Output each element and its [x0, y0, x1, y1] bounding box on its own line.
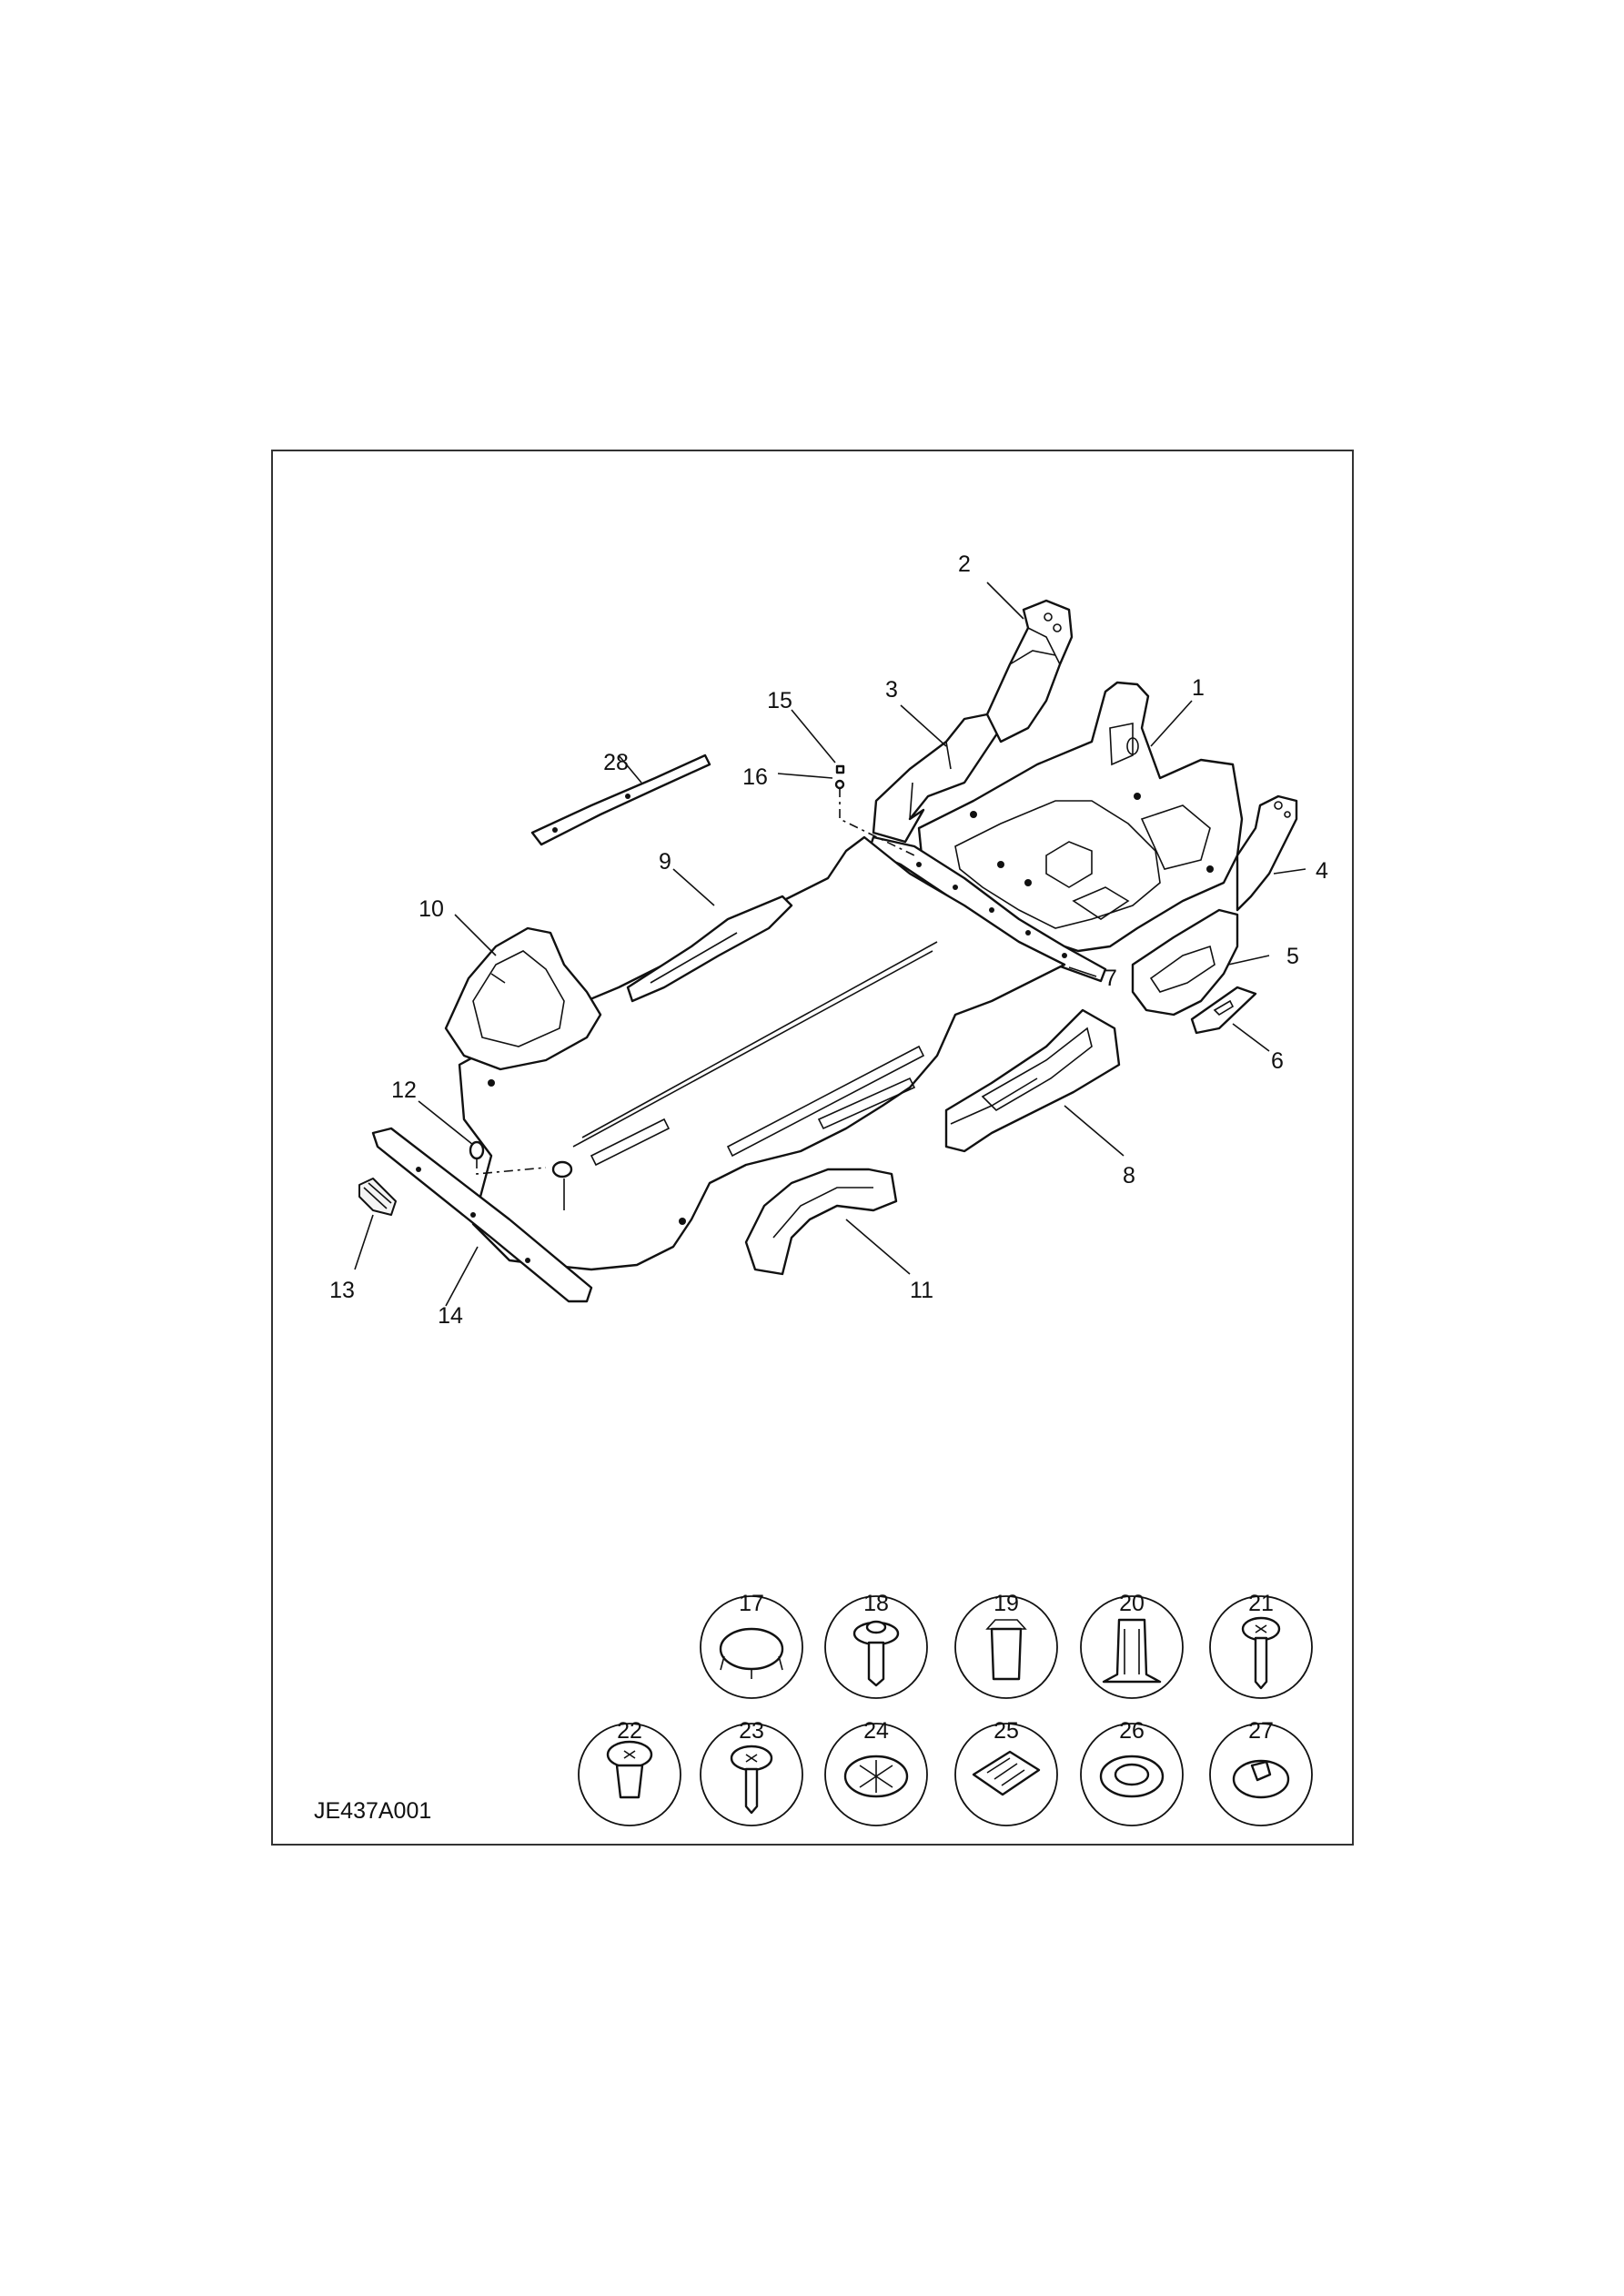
fastener-label-23: 23 — [739, 1718, 764, 1744]
leader-lines — [354, 582, 1306, 1307]
diagram-frame — [271, 450, 1354, 1846]
callout-10: 10 — [419, 896, 444, 922]
part-13-retainer-clip — [358, 1178, 397, 1216]
fastener-label-27: 27 — [1248, 1718, 1274, 1744]
part-14-sill-strip — [371, 1127, 593, 1303]
part-8-side-tray — [944, 1008, 1121, 1153]
part-4-footwell-right — [1236, 794, 1298, 912]
callout-2: 2 — [958, 551, 971, 577]
callout-14: 14 — [438, 1303, 463, 1329]
fastener-18: 18 — [824, 1591, 928, 1699]
fastener-26: 26 — [1080, 1718, 1184, 1826]
part-11-wheel-arch-right — [744, 1168, 898, 1276]
callout-5: 5 — [1286, 944, 1299, 969]
callout-15: 15 — [767, 688, 792, 713]
part-7-cross-strip — [867, 835, 1107, 983]
callout-11: 11 — [910, 1278, 933, 1303]
callout-1: 1 — [1192, 675, 1205, 701]
fastener-label-26: 26 — [1119, 1718, 1145, 1744]
fastener-label-20: 20 — [1119, 1591, 1145, 1616]
callout-3: 3 — [885, 677, 898, 703]
callout-16: 16 — [742, 764, 768, 790]
part-6-heel-pad — [1190, 986, 1257, 1035]
part-28-trim-strip — [530, 754, 711, 846]
fastener-label-17: 17 — [739, 1591, 764, 1616]
fastener-label-22: 22 — [617, 1718, 642, 1744]
part-15-16-fastener — [834, 764, 845, 790]
fastener-label-24: 24 — [863, 1718, 889, 1744]
fastener-21: 21 — [1209, 1591, 1313, 1699]
fastener-24: 24 — [824, 1718, 928, 1826]
callout-4: 4 — [1316, 858, 1328, 884]
callout-8: 8 — [1123, 1163, 1135, 1188]
part-9-side-strip — [626, 895, 793, 1003]
callout-28: 28 — [603, 750, 629, 775]
callout-6: 6 — [1271, 1048, 1284, 1074]
fastener-label-25: 25 — [994, 1718, 1019, 1744]
callout-7: 7 — [1105, 966, 1117, 991]
callout-9: 9 — [659, 849, 671, 875]
fastener-25: 25 — [954, 1718, 1058, 1826]
fastener-27: 27 — [1209, 1718, 1313, 1826]
fastener-label-21: 21 — [1248, 1591, 1274, 1616]
callout-12: 12 — [391, 1077, 417, 1103]
callout-labels: 1 2 3 4 5 6 7 8 9 10 11 12 13 14 15 16 2… — [329, 551, 1328, 1329]
fastener-label-19: 19 — [994, 1591, 1019, 1616]
part-10-wheel-arch-left — [444, 926, 602, 1071]
reference-code: JE437A001 — [314, 1798, 431, 1824]
part-3-footwell-left — [872, 713, 1003, 844]
fastener-22: 22 — [578, 1718, 681, 1826]
callout-13: 13 — [329, 1278, 355, 1303]
part-2-footwell-upper — [985, 599, 1074, 743]
part-12-grommet — [469, 1140, 573, 1178]
fastener-17: 17 — [700, 1591, 803, 1699]
part-5-footwell-lower — [1131, 908, 1239, 1017]
fastener-23: 23 — [700, 1718, 803, 1826]
fastener-label-18: 18 — [863, 1591, 889, 1616]
alignment-lines — [476, 788, 915, 1210]
fastener-20: 20 — [1080, 1591, 1184, 1699]
fastener-19: 19 — [954, 1591, 1058, 1699]
